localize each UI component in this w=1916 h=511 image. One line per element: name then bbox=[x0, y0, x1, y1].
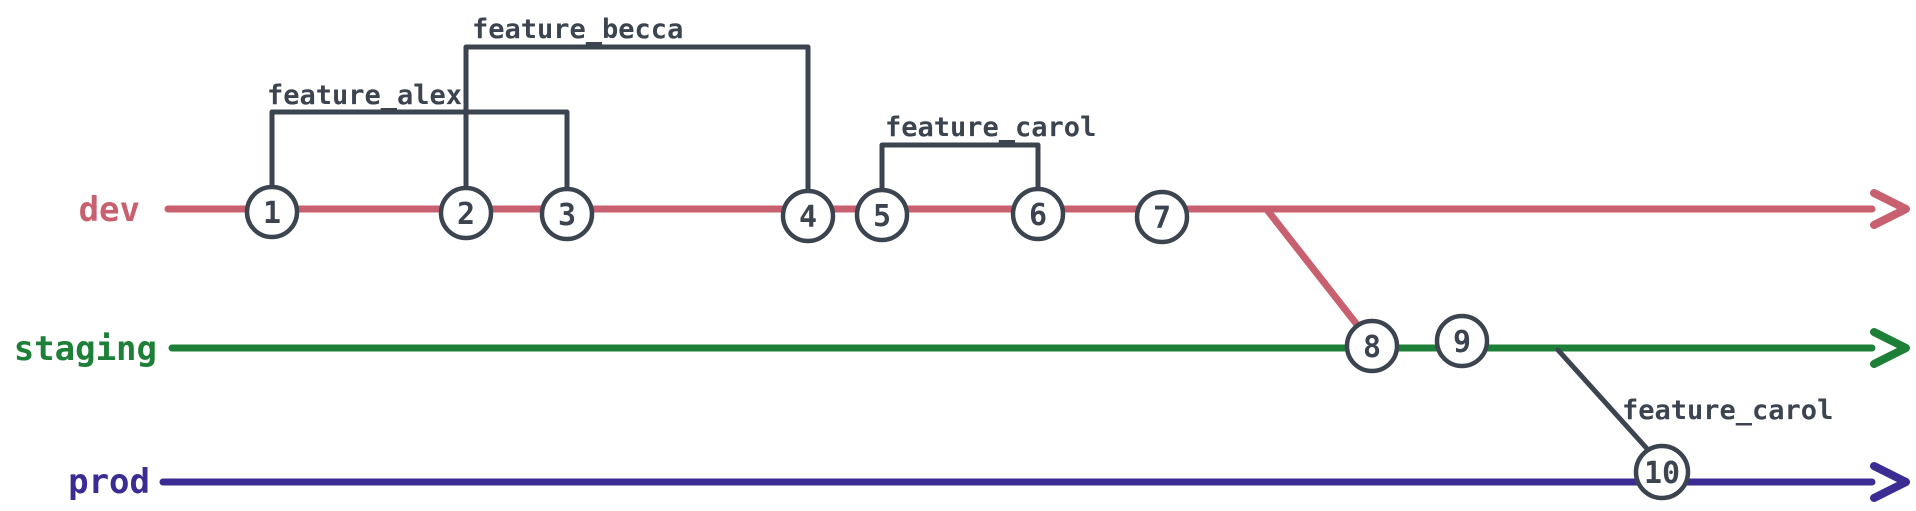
commit-node: 1 bbox=[244, 184, 300, 240]
branch-label-prod: prod bbox=[68, 462, 150, 502]
commit-label: 9 bbox=[1453, 325, 1471, 360]
feature-bracket-becca bbox=[463, 44, 811, 196]
commit-label: 4 bbox=[799, 200, 817, 235]
commit-circle bbox=[1344, 318, 1400, 374]
commit-circle bbox=[1134, 189, 1190, 245]
commit-node: 10 bbox=[1633, 443, 1691, 501]
arrowhead-dev-icon bbox=[1870, 189, 1910, 229]
commit-node: 3 bbox=[539, 186, 595, 242]
commit-circle bbox=[1010, 186, 1066, 242]
arrowhead-staging-icon bbox=[1870, 328, 1910, 368]
commit-node: 5 bbox=[854, 187, 910, 243]
commit-node: 4 bbox=[780, 188, 836, 244]
commit-node: 6 bbox=[1010, 186, 1066, 242]
commit-label: 2 bbox=[457, 197, 475, 232]
commit-circle bbox=[244, 184, 300, 240]
commit-label: 7 bbox=[1153, 201, 1171, 236]
commit-node: 7 bbox=[1134, 189, 1190, 245]
commit-label: 1 bbox=[263, 196, 281, 231]
commit-label: 3 bbox=[558, 198, 576, 233]
commit-node: 9 bbox=[1434, 313, 1490, 369]
commit-node: 2 bbox=[438, 185, 494, 241]
commit-label: 5 bbox=[873, 199, 891, 234]
arrowhead-prod-icon bbox=[1870, 462, 1910, 502]
commit-label: 10 bbox=[1644, 456, 1680, 491]
commit-circle bbox=[854, 187, 910, 243]
branch-label-staging: staging bbox=[14, 329, 157, 369]
branch-label-dev: dev bbox=[79, 190, 140, 230]
commit-label: 8 bbox=[1363, 330, 1381, 365]
feature-label-carol: feature_carol bbox=[885, 112, 1096, 143]
feature-bracket-alex bbox=[269, 109, 570, 194]
commit-circle bbox=[539, 186, 595, 242]
feature-bracket-carol bbox=[879, 142, 1041, 195]
commit-circle bbox=[1434, 313, 1490, 369]
merge-line-dev-to-staging bbox=[1264, 207, 1366, 335]
feature-label-alex: feature_alex bbox=[267, 80, 462, 111]
commit-circle bbox=[1633, 443, 1691, 501]
feature-label-becca: feature_becca bbox=[472, 14, 683, 45]
commit-node: 8 bbox=[1344, 318, 1400, 374]
commit-label: 6 bbox=[1029, 198, 1047, 233]
feature-label-carol-prod: feature_carol bbox=[1622, 395, 1833, 426]
fork-line-staging-to-prod bbox=[1555, 347, 1653, 455]
commit-circle bbox=[438, 185, 494, 241]
commit-circle bbox=[780, 188, 836, 244]
